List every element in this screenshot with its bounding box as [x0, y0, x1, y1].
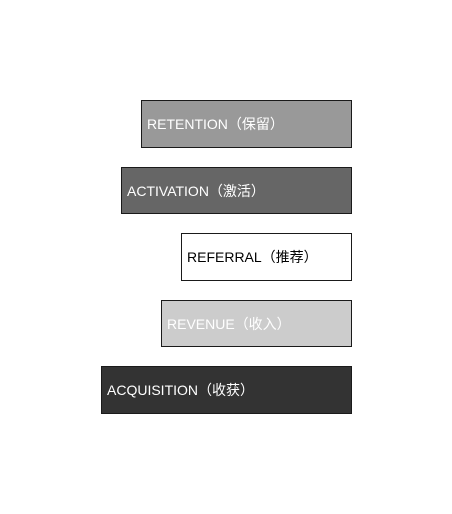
stage-revenue: REVENUE（收入）: [161, 300, 352, 347]
stage-activation-label: ACTIVATION（激活）: [127, 182, 265, 199]
stage-activation: ACTIVATION（激活）: [121, 167, 352, 214]
stage-referral: REFERRAL（推荐）: [181, 233, 352, 281]
stage-retention-label: RETENTION（保留）: [147, 116, 284, 132]
stage-retention: RETENTION（保留）: [141, 100, 352, 148]
stage-acquisition-label: ACQUISITION（收获）: [107, 382, 255, 398]
stage-revenue-label: REVENUE（收入）: [167, 315, 291, 332]
stage-acquisition: ACQUISITION（收获）: [101, 366, 352, 414]
stage-referral-label: REFERRAL（推荐）: [187, 249, 318, 265]
